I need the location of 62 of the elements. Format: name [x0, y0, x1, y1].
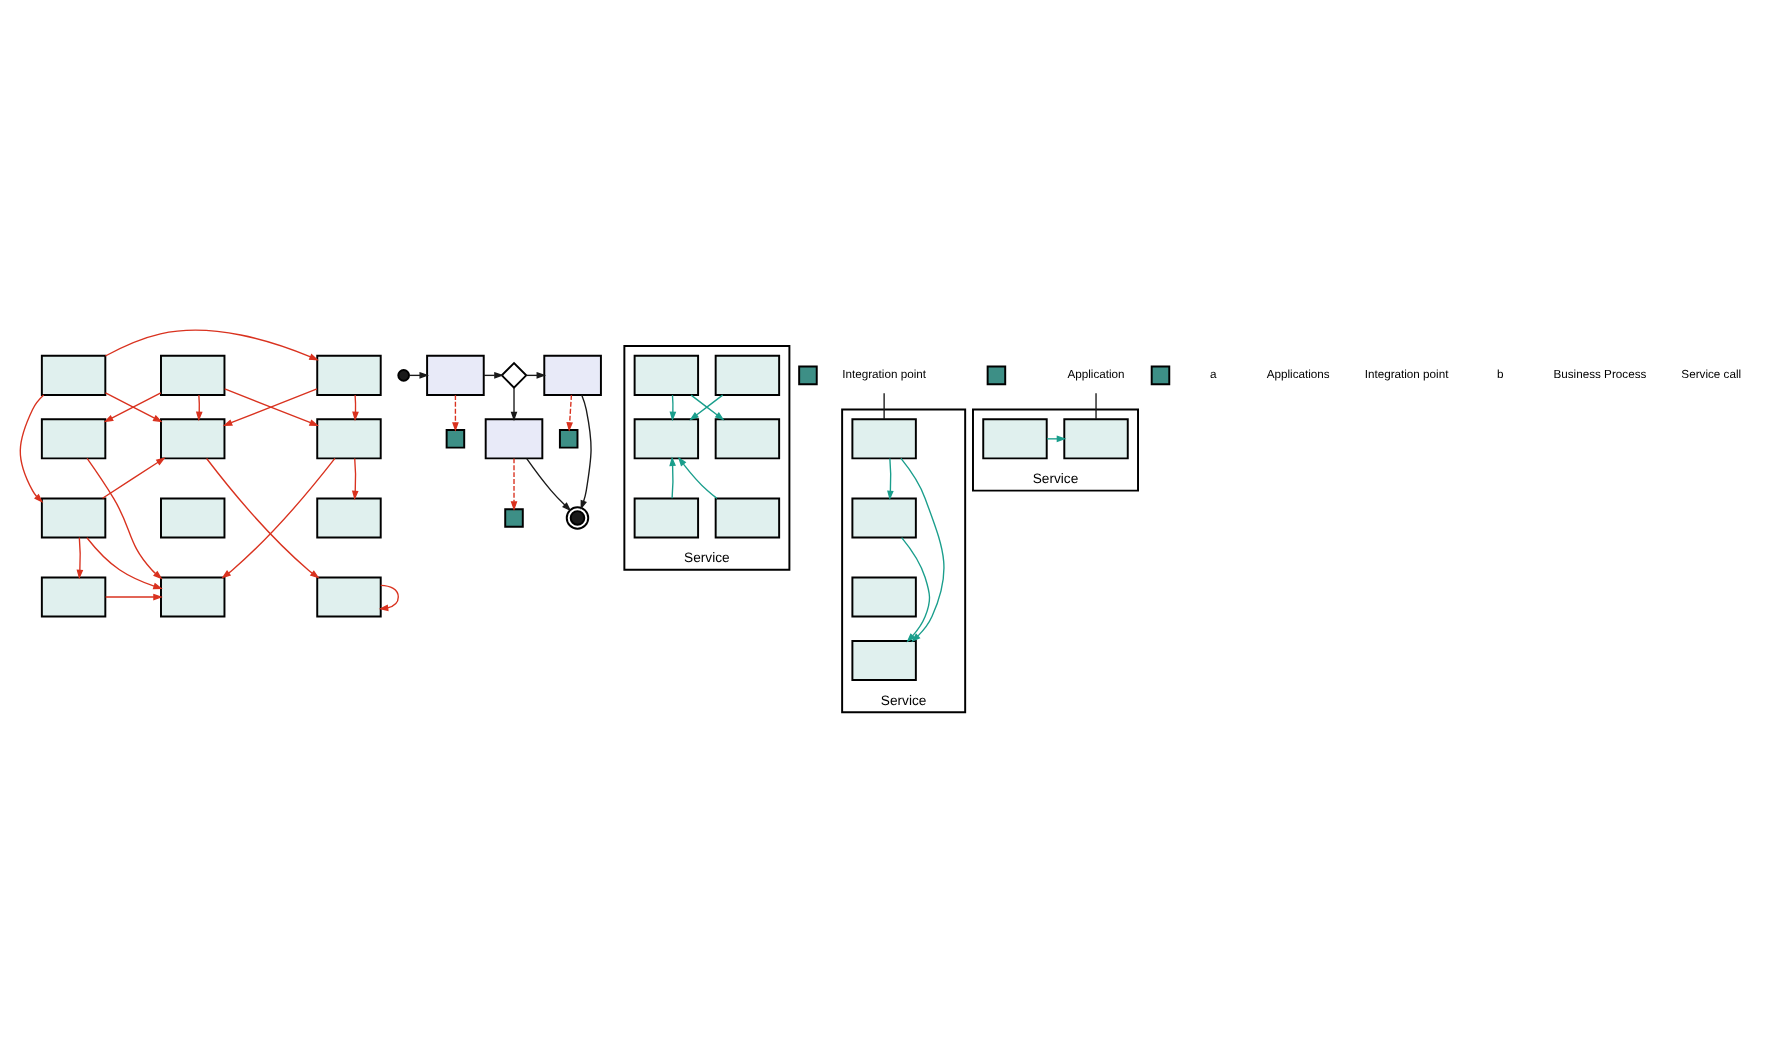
arrow [104, 329, 319, 361]
node-box [316, 576, 382, 618]
arrow [526, 458, 572, 512]
node-box [40, 354, 107, 396]
arrow [887, 457, 894, 501]
node-box [484, 418, 544, 460]
node-box [986, 365, 1007, 386]
node-box [445, 429, 466, 449]
node-box [316, 354, 382, 396]
arrow [900, 457, 945, 643]
node-box [543, 354, 602, 396]
arrow [195, 394, 203, 422]
node-box [798, 365, 818, 386]
arrow [86, 457, 163, 580]
node-box [160, 497, 226, 539]
node-box [160, 576, 226, 618]
arrow [221, 457, 336, 579]
arrow [351, 457, 359, 501]
node-box [851, 418, 917, 460]
connector [883, 392, 885, 420]
node-box [558, 429, 579, 449]
arrow [901, 536, 931, 643]
connector [1095, 392, 1097, 420]
arrow [101, 457, 166, 499]
node-box [316, 497, 382, 539]
node-box [633, 497, 700, 539]
node-box [160, 354, 226, 396]
arrow [580, 394, 592, 510]
arrow [669, 394, 677, 422]
node-box [316, 418, 382, 460]
node-box [714, 418, 781, 460]
node-box [426, 354, 485, 396]
node-box [851, 640, 917, 682]
arrow [76, 536, 84, 580]
node-box [851, 497, 917, 539]
node-box [40, 418, 107, 460]
node-diamond [500, 361, 528, 389]
node-box [40, 576, 107, 618]
arrow [566, 394, 574, 432]
arrow [19, 394, 45, 503]
node-box [160, 418, 226, 460]
arrow [205, 457, 320, 579]
arrow [378, 584, 399, 612]
node-box [714, 354, 781, 396]
node-box [1063, 418, 1129, 460]
node-box [633, 354, 700, 396]
arrow [105, 593, 163, 601]
node-box [633, 418, 700, 460]
arrow [669, 456, 676, 499]
arrow [677, 456, 718, 500]
arrow [452, 394, 459, 432]
node-box [714, 497, 781, 539]
node-box [504, 508, 524, 528]
arrow [1046, 435, 1067, 443]
node-box [1150, 365, 1171, 386]
node-box [851, 576, 917, 618]
node-circle [397, 369, 410, 382]
arrow [510, 457, 518, 511]
node-box [40, 497, 107, 539]
arrow [86, 537, 163, 590]
arrow [510, 386, 518, 422]
node-box [982, 418, 1048, 460]
